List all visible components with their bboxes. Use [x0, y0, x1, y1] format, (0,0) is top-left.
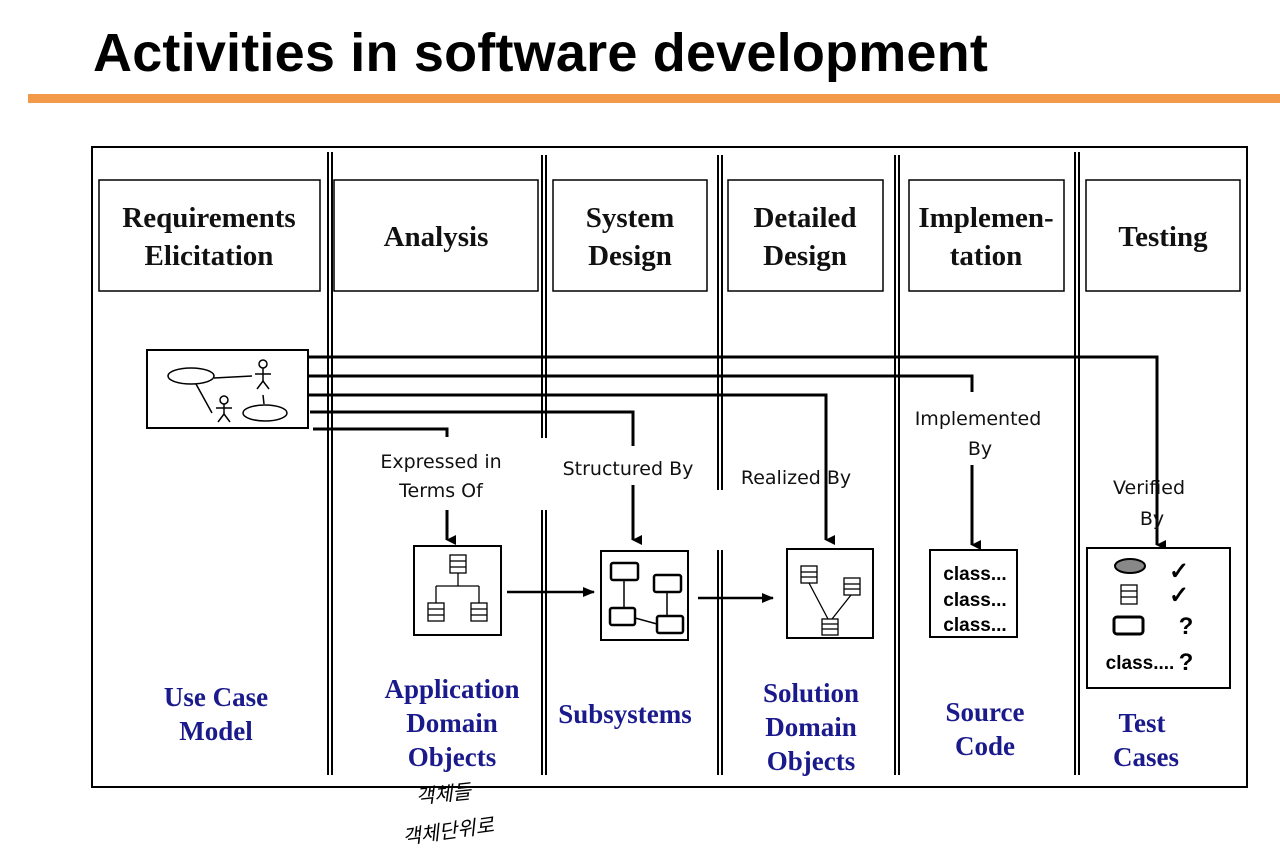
product-labels: Use Case Model Application Domain Object… [164, 674, 1179, 776]
header-requirements-line1: Requirements [122, 202, 295, 234]
product-source-code-line1: Source [946, 697, 1025, 727]
page-title: Activities in software development [93, 23, 989, 83]
header-box-system-design [552, 179, 708, 292]
relation-implemented-line1: Implemented [915, 408, 1042, 430]
header-box-testing [1085, 179, 1241, 292]
test-class-line: class.... [1106, 653, 1175, 674]
check-icon: ✓ [1169, 582, 1189, 609]
handwritten-note: 객체들 [415, 779, 474, 809]
product-application-line1: Application [384, 674, 519, 704]
product-test-cases-line1: Test [1118, 708, 1165, 738]
header-testing: Testing [1118, 221, 1208, 253]
header-detailed-design-line1: Detailed [753, 202, 856, 234]
class-hierarchy-icon [413, 545, 502, 636]
header-box-detailed-design [727, 179, 884, 292]
source-code-box: class... class... class... [929, 549, 1018, 638]
test-cases-box: ✓ ✓ ? class.... ? [1086, 547, 1231, 689]
diagram-frame [91, 146, 1248, 788]
product-test-cases-line2: Cases [1113, 742, 1179, 772]
traceability-lines [308, 355, 1166, 550]
use-case-ellipse-icon [242, 404, 288, 422]
use-case-ellipse-icon [1114, 558, 1146, 574]
header-implementation-line1: Implemen- [918, 202, 1053, 234]
product-use-case-model-line2: Model [179, 716, 253, 746]
relation-verified-line1: Verified [1113, 477, 1185, 499]
product-solution-line2: Domain [765, 712, 857, 742]
question-mark: ? [1179, 649, 1194, 676]
code-line: class... [943, 590, 1006, 611]
header-implementation-line2: tation [950, 240, 1023, 272]
relation-structured-by: Structured By [563, 458, 694, 480]
subsystem-icon [1112, 615, 1145, 636]
product-solution-line3: Objects [767, 746, 855, 776]
header-system-design-line2: Design [588, 240, 672, 272]
actor-icon [255, 359, 271, 390]
product-application-line3: Objects [408, 742, 496, 772]
header-detailed-design-line2: Design [763, 240, 847, 272]
relation-realized-by: Realized By [741, 467, 851, 489]
header-system-design-line1: System [586, 202, 675, 234]
product-subsystems: Subsystems [558, 699, 692, 729]
column-separators [327, 152, 1080, 775]
header-analysis: Analysis [384, 221, 489, 253]
handwritten-notes: 객체들 객체단위로 [401, 779, 497, 849]
product-source-code-line2: Code [955, 731, 1015, 761]
relation-expressed-line1: Expressed in [380, 451, 501, 473]
header-requirements-line2: Elicitation [145, 240, 274, 272]
relation-labels: Expressed in Terms Of Structured By Real… [380, 408, 1185, 530]
relation-verified-line2: By [1140, 508, 1164, 530]
use-case-ellipse-icon [167, 367, 215, 385]
class-icon [1120, 584, 1138, 605]
handwritten-note: 객체단위로 [401, 813, 497, 850]
product-application-line2: Domain [406, 708, 498, 738]
use-case-model-box [146, 349, 309, 429]
relation-implemented-line2: By [968, 438, 992, 460]
relation-expressed-line2: Terms Of [398, 480, 484, 502]
subsystems-icon [600, 550, 689, 641]
activity-headers: Requirements Elicitation Analysis System… [98, 179, 1241, 292]
solution-objects-icon [786, 548, 874, 639]
product-solution-line1: Solution [763, 678, 859, 708]
title-underline [28, 94, 1280, 103]
check-icon: ✓ [1169, 558, 1189, 585]
header-box-requirements [98, 179, 321, 292]
actor-icon [216, 395, 232, 423]
header-box-analysis [333, 179, 539, 292]
code-line: class... [943, 615, 1006, 636]
code-line: class... [943, 564, 1006, 585]
header-box-implementation [908, 179, 1065, 292]
question-mark: ? [1179, 613, 1194, 640]
product-use-case-model-line1: Use Case [164, 682, 268, 712]
